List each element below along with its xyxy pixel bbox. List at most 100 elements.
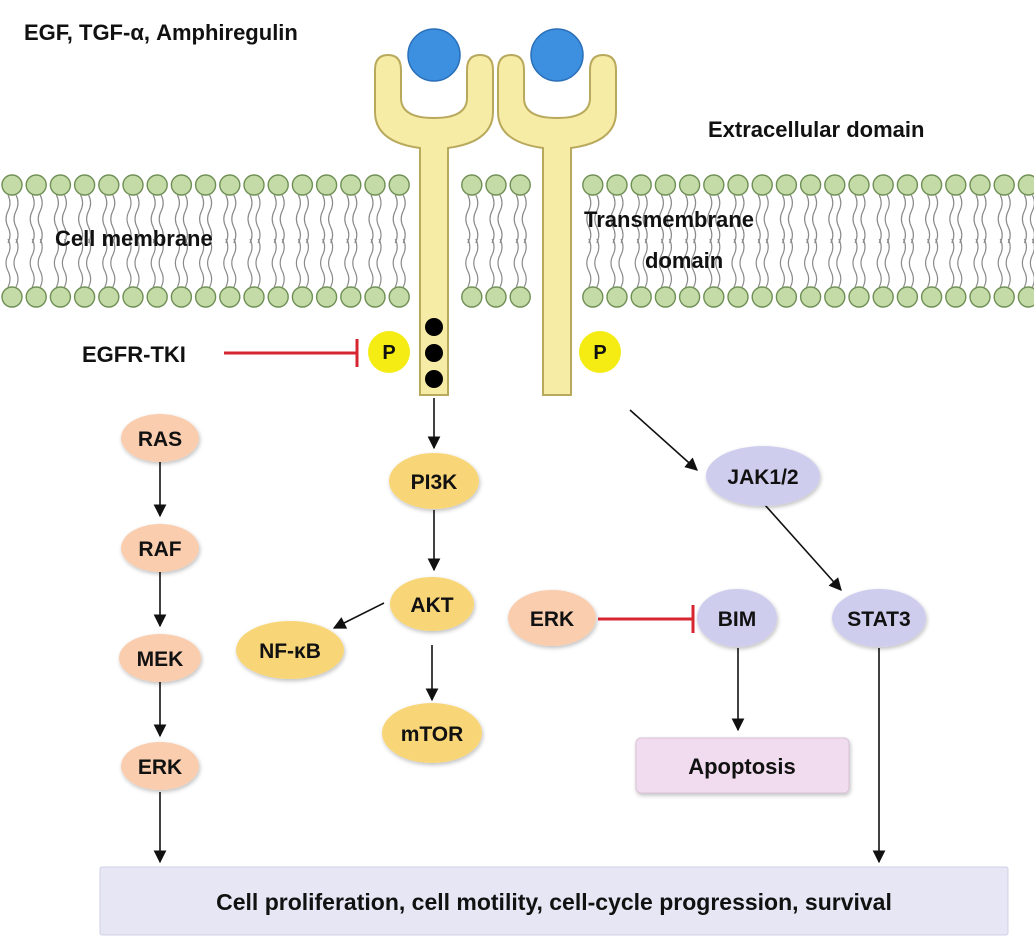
lipid-tail <box>344 238 350 288</box>
lipid-tail <box>876 238 882 288</box>
lipid-head <box>993 174 1015 196</box>
extracellular-domain-label: Extracellular domain <box>708 117 924 142</box>
lipid-tail <box>199 194 205 244</box>
lipid-tail <box>715 238 721 288</box>
lipid-tail <box>1029 194 1034 244</box>
lipid-head <box>219 286 241 308</box>
lipid-tail <box>1005 238 1011 288</box>
lipid-tail <box>465 194 471 244</box>
lipid-tail <box>328 238 334 288</box>
lipid-tail <box>110 238 116 288</box>
lipid-head <box>25 286 47 308</box>
lipid-head <box>824 174 846 196</box>
lipid-head <box>194 286 217 308</box>
lipid-head <box>267 174 289 196</box>
lipid-tail <box>271 238 277 288</box>
lipid-tail <box>981 194 987 244</box>
lipid-head <box>49 174 72 196</box>
phospho-right-label: P <box>593 342 606 364</box>
lipid-tail <box>634 194 640 244</box>
node-nfkb: NF-κB <box>236 621 344 679</box>
lipid-tail <box>1005 194 1011 244</box>
lipid-head <box>920 286 943 308</box>
lipid-tail <box>836 238 842 288</box>
lipid-head <box>824 286 846 308</box>
lipid-tail <box>658 194 664 244</box>
lipid-tail <box>376 238 382 288</box>
lipid-tail <box>763 238 769 288</box>
lipid-tail <box>594 238 600 288</box>
lipid-head <box>364 174 386 196</box>
lipid-head <box>485 286 507 308</box>
node-mek: MEK <box>119 634 201 682</box>
lipid-tail <box>320 238 326 288</box>
lipid-head <box>98 286 120 308</box>
lipid-head <box>945 174 967 196</box>
lipid-tail <box>739 238 745 288</box>
lipid-tail <box>78 194 84 244</box>
lipid-tail <box>174 238 180 288</box>
lipid-tail <box>779 238 785 288</box>
node-jak-label: JAK1/2 <box>727 466 798 489</box>
lipid-head <box>872 286 894 308</box>
lipid-head <box>703 286 725 308</box>
lipid-tail <box>900 238 906 288</box>
lipid-tail <box>400 238 406 288</box>
lipid-tail <box>594 194 600 244</box>
kinase-dot-2 <box>425 344 443 362</box>
lipid-head <box>727 286 749 308</box>
lipid-tail <box>642 194 648 244</box>
lipid-head <box>920 174 943 196</box>
lipid-tail <box>158 194 164 244</box>
lipid-head <box>969 286 991 308</box>
lipid-tail <box>1021 238 1027 288</box>
lipid-tail <box>642 238 648 288</box>
node-nfkb-label: NF-κB <box>259 640 321 663</box>
lipid-head <box>582 286 604 308</box>
lipid-tail <box>110 194 116 244</box>
lipid-head <box>848 286 870 308</box>
lipid-tail <box>586 238 592 288</box>
lipid-tail <box>5 238 11 288</box>
lipid-tail <box>1029 238 1034 288</box>
lipid-tail <box>352 194 358 244</box>
lipid-tail <box>707 238 713 288</box>
lipid-head <box>291 286 314 308</box>
kinase-dot-3 <box>425 370 443 388</box>
lipid-tail <box>763 194 769 244</box>
lipid-tail <box>610 194 616 244</box>
lipid-head <box>170 174 193 196</box>
lipid-head <box>364 286 386 308</box>
lipid-tail <box>618 238 624 288</box>
lipid-tail <box>126 194 132 244</box>
lipid-tail <box>473 238 479 288</box>
lipid-tail <box>981 238 987 288</box>
lipid-tail <box>828 194 834 244</box>
lipid-tail <box>53 238 59 288</box>
lipid-head <box>1017 174 1034 196</box>
lipid-head <box>678 174 701 196</box>
lipid-tail <box>255 238 261 288</box>
lipid-tail <box>489 238 495 288</box>
lipid-tail <box>586 194 592 244</box>
lipid-head <box>194 174 217 196</box>
lipid-tail <box>997 238 1003 288</box>
receptor-left-y-head <box>374 53 494 396</box>
lipid-tail <box>376 194 382 244</box>
lipid-head <box>945 286 967 308</box>
lipid-head <box>315 286 338 308</box>
lipid-head <box>98 174 120 196</box>
lipid-tail <box>158 238 164 288</box>
lipid-tail <box>13 194 19 244</box>
lipid-tail <box>207 238 213 288</box>
node-erk-mid: ERK <box>508 590 596 646</box>
lipid-head <box>1 286 23 308</box>
lipid-tail <box>199 238 205 288</box>
lipid-tail <box>37 194 43 244</box>
lipid-tail <box>779 194 785 244</box>
lipid-head <box>122 174 144 196</box>
lipid-head <box>606 174 628 196</box>
cell-membrane-bilayer <box>1 174 1034 308</box>
lipid-tail <box>223 194 229 244</box>
